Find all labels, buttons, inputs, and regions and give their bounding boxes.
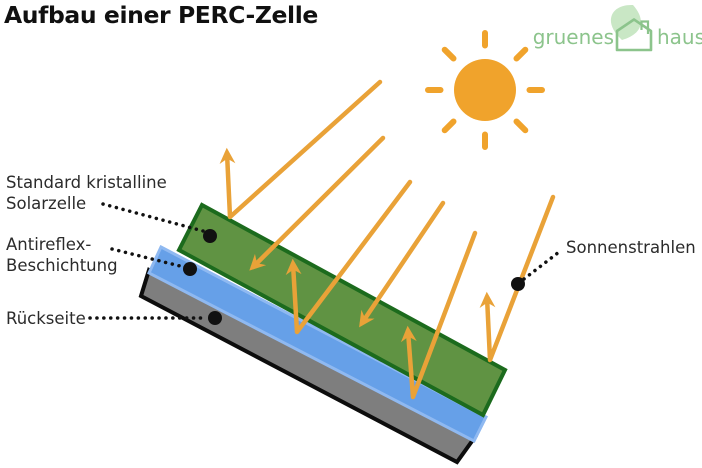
- solar-cell-stack: [138, 202, 508, 465]
- house-icon: [615, 18, 653, 52]
- sun-ray-arrows: [219, 79, 556, 400]
- dot-antireflex-layer: [183, 262, 197, 276]
- leader-sunrays: [522, 250, 561, 281]
- dot-sunray: [511, 277, 525, 291]
- sun-icon: [425, 30, 545, 150]
- dot-backside-layer: [208, 311, 222, 325]
- label-backside: Rückseite: [6, 309, 86, 328]
- label-antireflex-coating: Antireflex- Beschichtung: [6, 234, 118, 276]
- logo-word-haus: haus: [657, 25, 702, 49]
- label-standard-solar-cell: Standard kristalline Solarzelle: [6, 172, 167, 214]
- ray-rear-reflected-3: [479, 194, 556, 363]
- label-standard-line1: Standard kristalline: [6, 173, 167, 192]
- logo-word-gruenes: gruenes: [532, 25, 614, 49]
- leader-antireflex: [110, 247, 182, 268]
- ray-absorbed-2: [359, 200, 446, 328]
- ray-rear-reflected-1: [285, 179, 413, 335]
- label-antireflex-line2: Beschichtung: [6, 256, 118, 275]
- antireflex-layer: [147, 244, 489, 444]
- label-sunrays: Sonnenstrahlen: [566, 238, 696, 257]
- dot-solar-cell-layer: [203, 229, 217, 243]
- label-standard-line2: Solarzelle: [6, 194, 87, 213]
- page-title: Aufbau einer PERC-Zelle: [4, 1, 318, 29]
- leader-dots: [183, 229, 525, 325]
- ray-absorbed-1: [249, 135, 386, 271]
- ray-reflected-at-surface: [219, 79, 383, 220]
- house-with-leaf-icon: [610, 4, 653, 52]
- ray-rear-reflected-2: [400, 230, 478, 400]
- sun-beams: [425, 30, 545, 150]
- leader-lines: [88, 202, 561, 320]
- label-antireflex-line1: Antireflex-: [6, 235, 92, 254]
